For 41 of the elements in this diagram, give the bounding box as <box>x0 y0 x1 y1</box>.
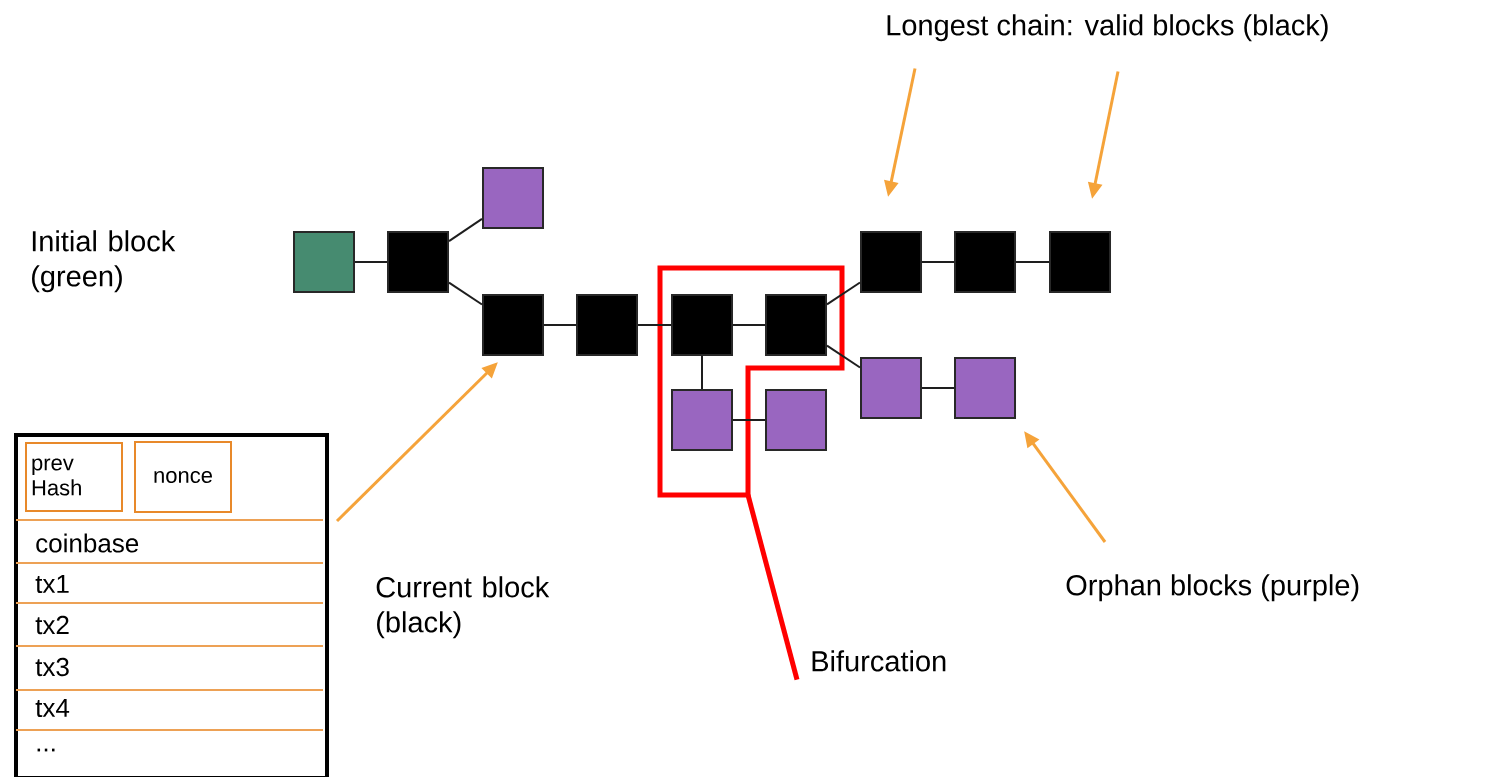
connector-line <box>448 281 483 306</box>
connector-line <box>354 261 388 263</box>
connector-line <box>921 387 955 389</box>
block-square <box>482 167 544 229</box>
block-square <box>1049 231 1111 293</box>
table-row-text: tx4 <box>35 698 70 718</box>
caption-text: Current block (black) <box>376 576 550 639</box>
connector-line <box>637 324 672 326</box>
block-square <box>860 357 922 419</box>
block-square <box>671 389 733 451</box>
block-square <box>765 389 827 451</box>
table-row-text: tx2 <box>35 615 69 635</box>
caption-text: Initial block (green) <box>32 230 176 293</box>
connector-line <box>826 281 861 306</box>
block-square <box>765 294 827 356</box>
connector-line <box>701 355 703 390</box>
block-square <box>671 294 733 356</box>
table-row-text: ... <box>37 748 55 752</box>
table-row-text: coinbase <box>36 533 139 553</box>
callout-text: Bifurcation <box>812 650 946 672</box>
block-square <box>482 294 544 356</box>
block-square <box>860 231 922 293</box>
connector-line <box>543 324 577 326</box>
connector-line <box>1015 261 1050 263</box>
connector-line <box>732 324 766 326</box>
field-box: prev Hash <box>25 442 123 512</box>
leader-line <box>745 494 800 681</box>
block-square <box>954 231 1016 293</box>
block-square <box>293 231 355 293</box>
block-square <box>576 294 638 356</box>
connector-line <box>448 217 483 243</box>
connector-line <box>921 261 955 263</box>
callout-text: Longest chain: valid blocks (black) <box>887 14 1328 42</box>
connector-line <box>732 419 766 421</box>
block-square <box>954 357 1016 419</box>
field-box: nonce <box>134 441 232 513</box>
block-square <box>387 231 449 293</box>
block-table <box>14 433 329 777</box>
table-row-text: tx1 <box>35 574 69 594</box>
table-row-text: tx3 <box>35 657 69 677</box>
callout-text: Orphan blocks (purple) <box>1066 574 1359 602</box>
